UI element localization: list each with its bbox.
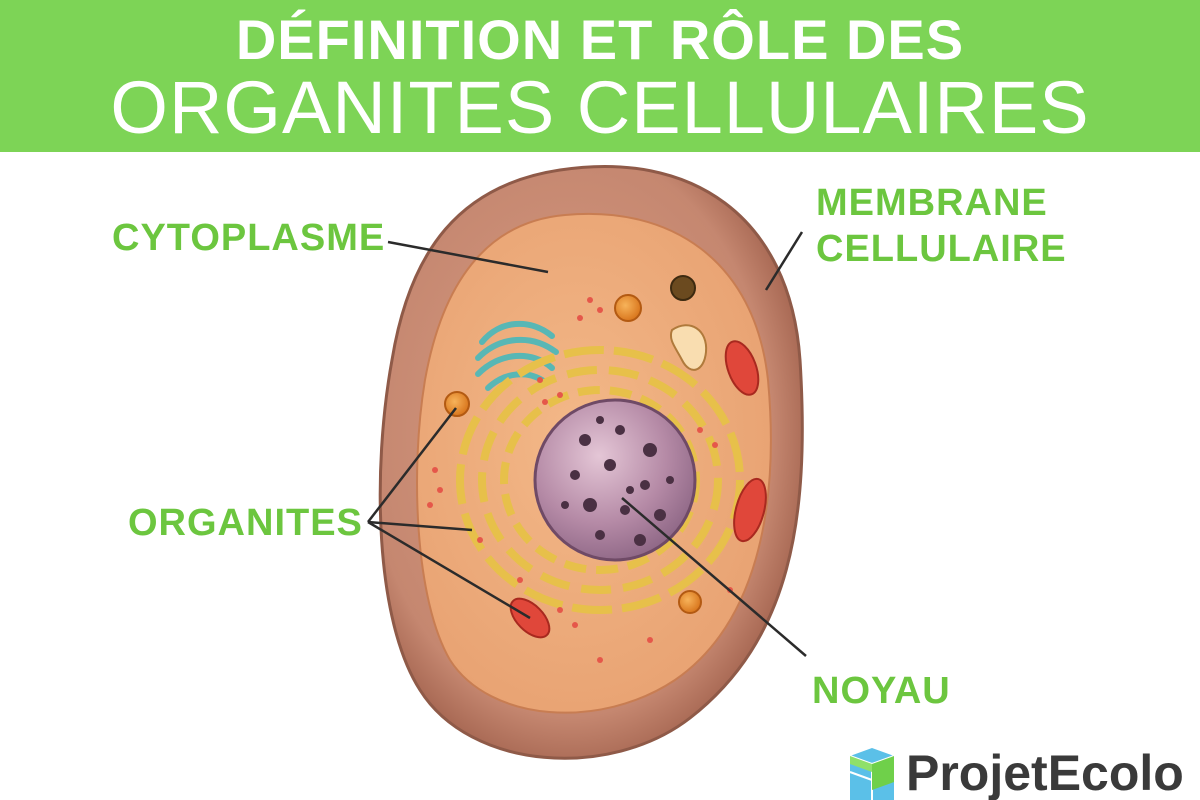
label-cytoplasme: CYTOPLASME [112, 217, 386, 259]
nucleus-chromatin-spots [561, 416, 674, 546]
lysosomes [444, 294, 702, 614]
brand-name: ProjetEcolo [906, 745, 1184, 800]
label-membrane-line1: MEMBRANE [816, 182, 1048, 224]
centrosome [670, 275, 696, 301]
membrane-leader [764, 231, 804, 291]
label-organites: ORGANITES [128, 502, 363, 544]
globe-cube-icon [849, 748, 895, 800]
page-title-line1: DÉFINITION ET RÔLE DES [235, 8, 965, 71]
label-membrane-line2: CELLULAIRE [816, 228, 1067, 270]
vacuole [670, 324, 708, 371]
organites-leader-3 [367, 520, 531, 620]
label-membrane-cellulaire: MEMBRANE CELLULAIRE [816, 180, 1067, 272]
cytoplasme-leader [387, 240, 549, 274]
brand-logo: ProjetEcolo [842, 742, 1200, 800]
nucleus [533, 398, 697, 562]
title-banner: DÉFINITION ET RÔLE DES ORGANITES CELLULA… [0, 0, 1200, 152]
organites-leader-1 [367, 407, 457, 523]
noyau-leader [621, 497, 807, 657]
page-title-line2: ORGANITES CELLULAIRES [110, 66, 1090, 149]
leader-lines [367, 231, 807, 657]
label-noyau: NOYAU [812, 670, 951, 712]
organites-leader-2 [367, 520, 473, 532]
